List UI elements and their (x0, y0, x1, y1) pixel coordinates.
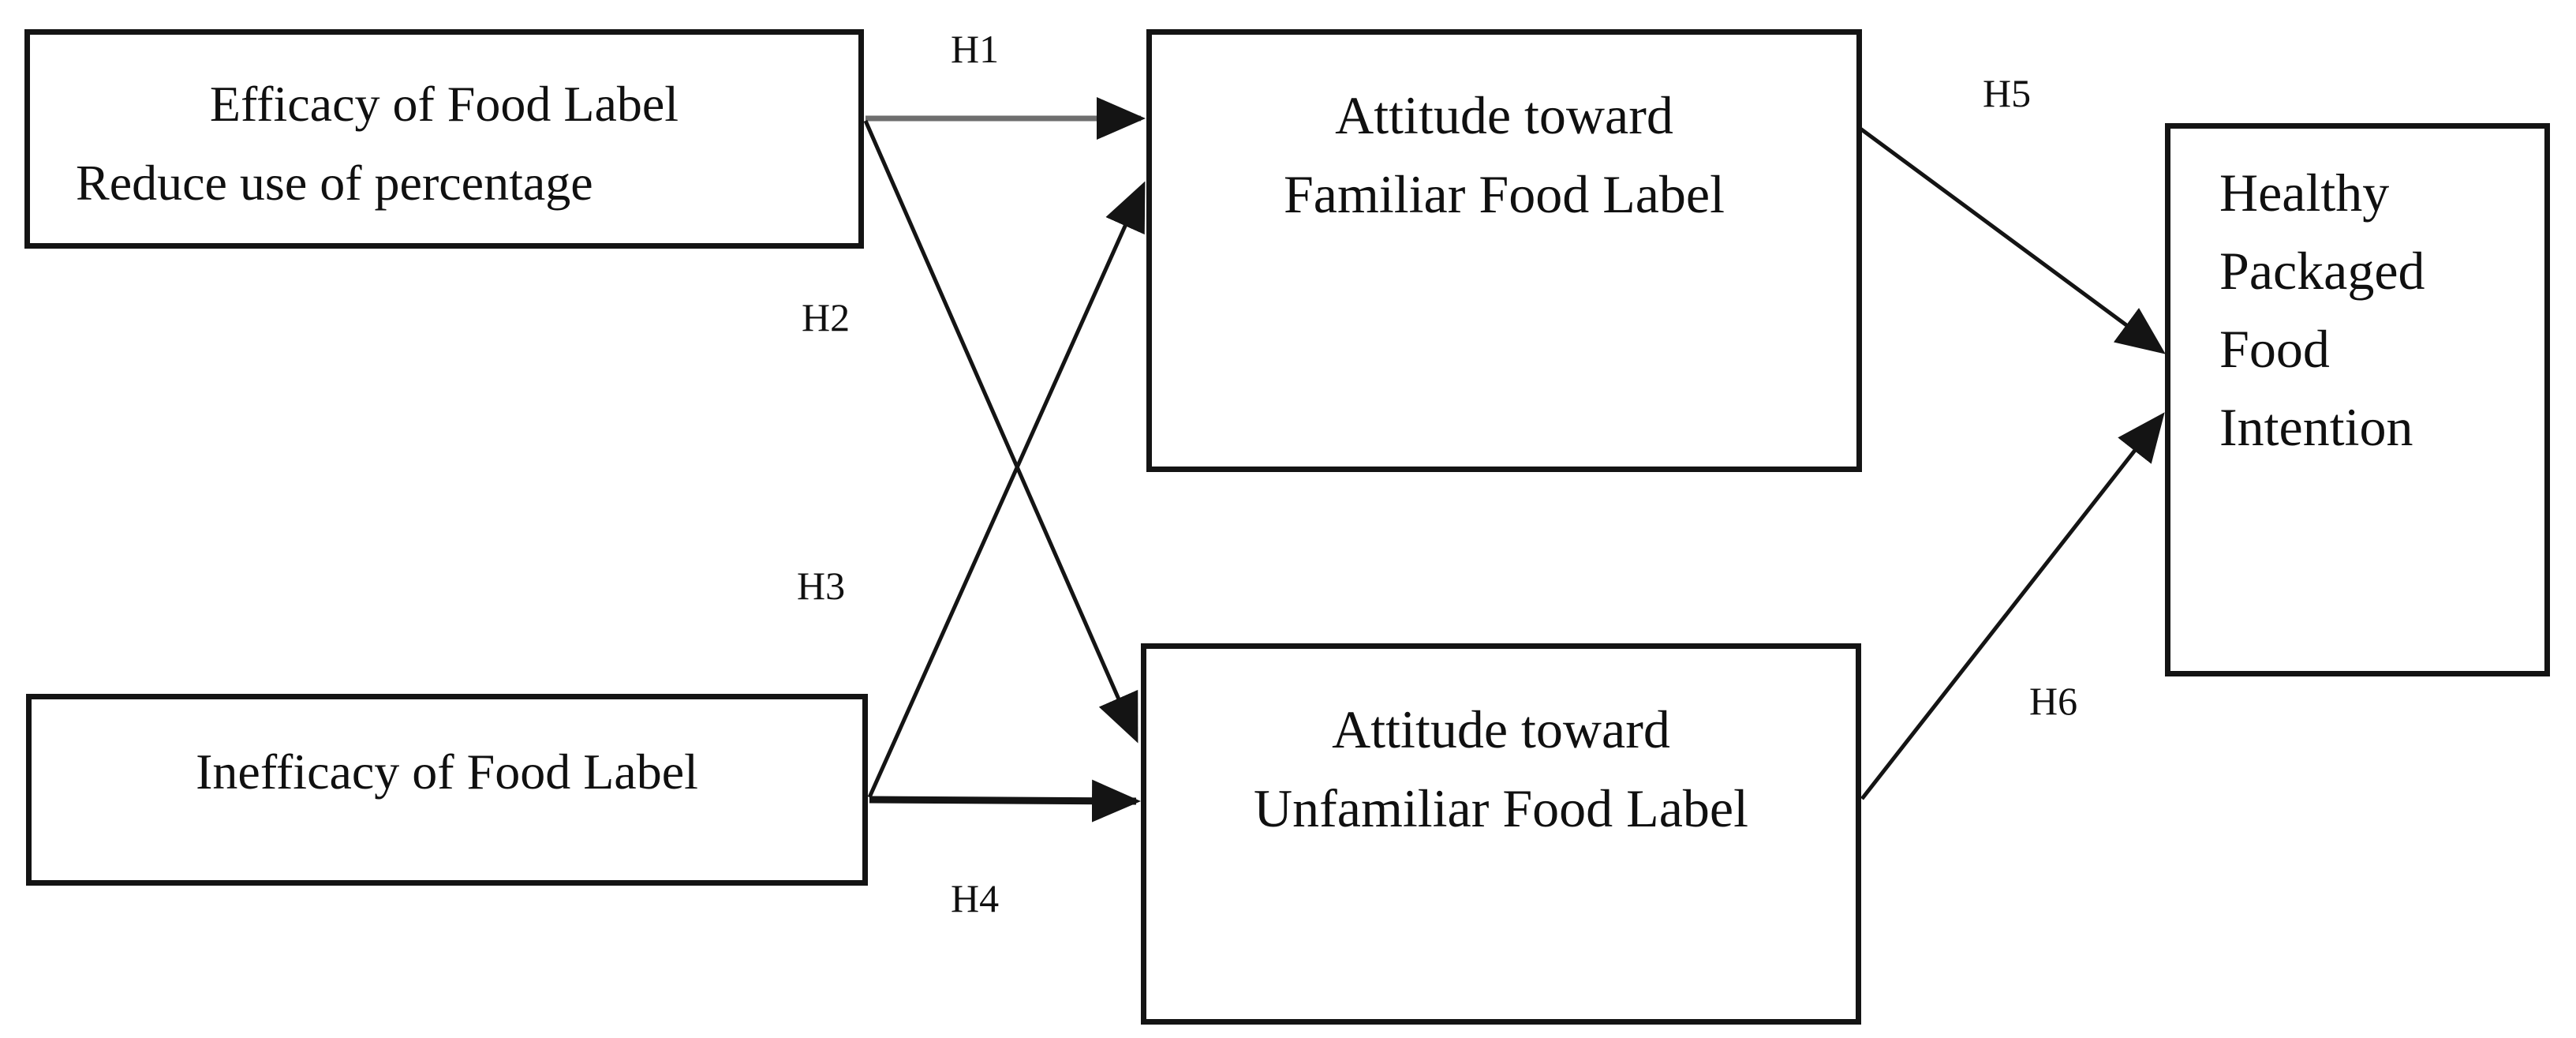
inefficacy-of-food-label-box: Inefficacy of Food Label (26, 694, 868, 886)
attitude-familiar-box: Attitude toward Familiar Food Label (1146, 29, 1862, 472)
edge-h6-line (1860, 412, 2165, 800)
healthy-packaged-food-intention-box: Healthy Packaged Food Intention (2165, 123, 2550, 676)
intention-line-3: Food (2219, 319, 2330, 379)
intention-line-2: Packaged (2219, 241, 2425, 301)
inefficacy-line-1: Inefficacy of Food Label (196, 744, 698, 800)
edge-h5-line (1859, 126, 2166, 354)
attitude-familiar-line-1: Attitude toward (1335, 85, 1673, 145)
efficacy-line-1: Efficacy of Food Label (209, 76, 679, 132)
h4-hypothesis-label: H4 (951, 876, 1000, 920)
attitude-unfamiliar-box: Attitude toward Unfamiliar Food Label (1141, 643, 1861, 1025)
edge-h2-line (863, 119, 1138, 744)
edge-h3-line (867, 181, 1146, 799)
efficacy-line-2: Reduce use of percentage (76, 155, 593, 211)
h3-hypothesis-label: H3 (797, 564, 846, 608)
h2-hypothesis-label: H2 (802, 295, 851, 339)
h6-hypothesis-label: H6 (2029, 679, 2078, 723)
h1-hypothesis-label: H1 (951, 27, 1000, 71)
intention-line-4: Intention (2219, 397, 2413, 457)
edge-h4-line (869, 779, 1141, 823)
attitude-unfamiliar-line-1: Attitude toward (1332, 699, 1670, 759)
attitude-unfamiliar-line-2: Unfamiliar Food Label (1254, 778, 1748, 838)
intention-line-1: Healthy (2219, 163, 2390, 223)
efficacy-of-food-label-box: Efficacy of Food Label Reduce use of per… (24, 29, 864, 249)
attitude-familiar-line-2: Familiar Food Label (1283, 164, 1725, 224)
h5-hypothesis-label: H5 (1983, 71, 2032, 115)
